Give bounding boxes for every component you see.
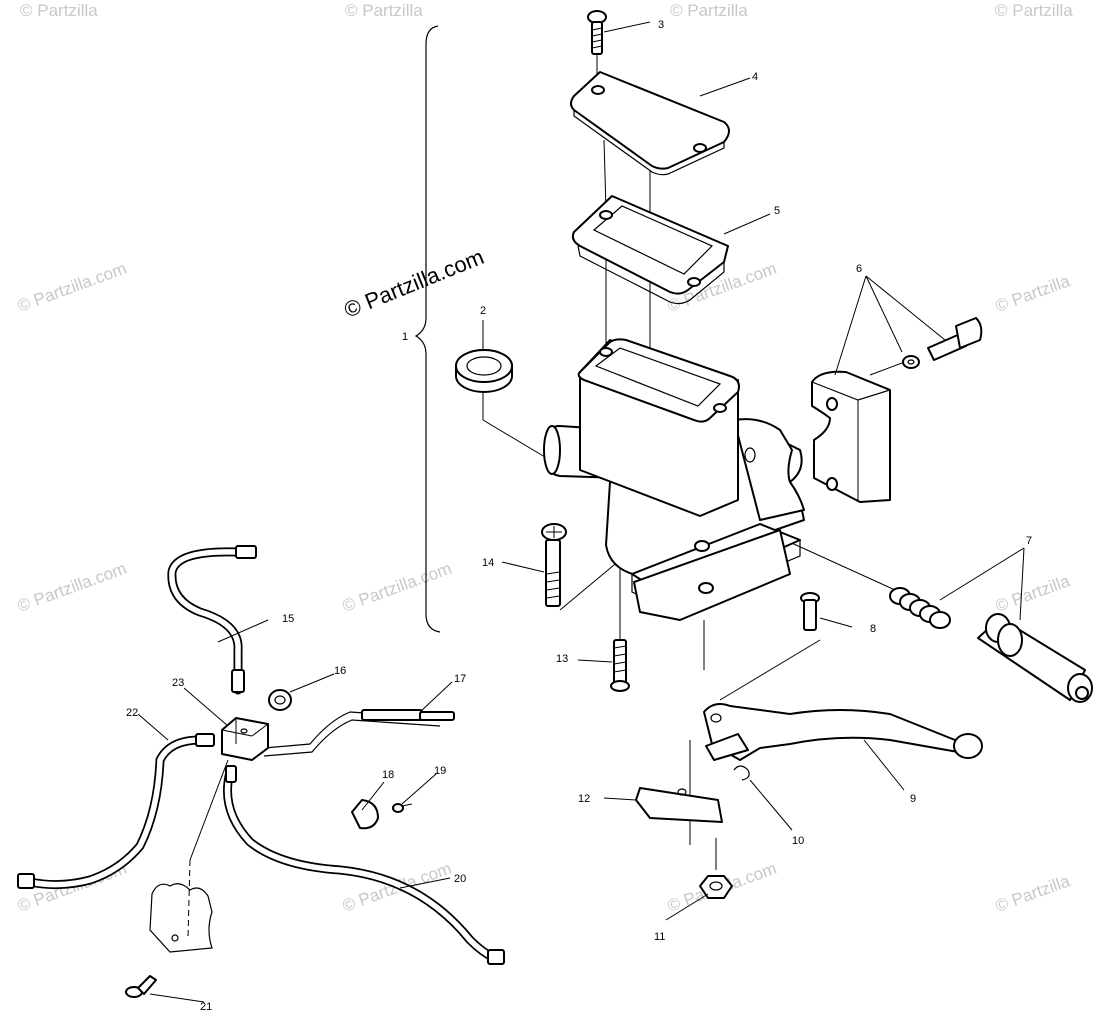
- part-9-lever: [703, 703, 983, 761]
- part-6-clamp: [811, 317, 983, 503]
- callout-11: 11: [654, 931, 665, 943]
- hoses: [25, 547, 499, 963]
- callout-3: 3: [658, 19, 664, 31]
- callout-9: 9: [910, 793, 916, 805]
- part-16-cap: [268, 689, 292, 711]
- part-23-junction-block: [221, 717, 269, 761]
- leader-lines: [137, 21, 1025, 1003]
- callout-22: 22: [126, 707, 138, 719]
- callout-18: 18: [382, 769, 394, 781]
- callout-19: 19: [434, 765, 446, 777]
- callout-10: 10: [792, 835, 804, 847]
- watermark-r3-c4: © Partzilla: [993, 871, 1073, 916]
- part-2-seal: [455, 349, 513, 393]
- part-19-screw: [392, 803, 413, 813]
- watermark-top-partial-4: © Partzilla: [995, 1, 1073, 20]
- fittings: [17, 545, 505, 965]
- watermark-r2-c1: © Partzilla.com: [15, 559, 129, 616]
- part-11-nut: [699, 875, 733, 899]
- master-cylinder-body: [543, 338, 805, 621]
- callout-1: 1: [402, 331, 408, 343]
- part-7-piston-spring: [889, 587, 1093, 703]
- part-14-screw: [541, 523, 567, 607]
- watermark-top-partial-2: © Partzilla: [345, 1, 423, 20]
- part-13-screw: [610, 639, 630, 692]
- callouts: 1 2 3 4 5 6 7 8 9 10 11 12 13 14 15 16 1…: [126, 19, 1032, 1013]
- watermark-r2-c4: © Partzilla: [993, 571, 1073, 616]
- callout-7: 7: [1026, 535, 1032, 547]
- part-8-pivot-bolt: [800, 592, 820, 631]
- part-21-screw: [125, 975, 157, 998]
- callout-12: 12: [578, 793, 590, 805]
- callout-5: 5: [774, 205, 780, 217]
- frame-sketch: [149, 883, 213, 953]
- callout-20: 20: [454, 873, 466, 885]
- part-5-gasket: [571, 195, 729, 305]
- callout-2: 2: [480, 305, 486, 317]
- callout-16: 16: [334, 665, 346, 677]
- callout-17: 17: [454, 673, 466, 685]
- callout-21: 21: [200, 1001, 212, 1013]
- watermark-r1-c4: © Partzilla: [993, 271, 1073, 316]
- part-10-spring: [705, 733, 750, 781]
- callout-4: 4: [752, 71, 758, 83]
- callout-14: 14: [482, 557, 494, 569]
- watermark-r1-c1: © Partzilla.com: [15, 259, 129, 316]
- part-12-block: [635, 787, 723, 823]
- part-3-screw: [587, 10, 607, 55]
- callout-23: 23: [172, 677, 184, 689]
- assembly-bracket: [414, 25, 441, 633]
- brand-watermark: © Partzilla.com: [341, 244, 488, 323]
- callout-15: 15: [282, 613, 294, 625]
- part-18-clip: [351, 799, 379, 830]
- watermark-top-partial-1: © Partzilla: [20, 1, 98, 20]
- callout-8: 8: [870, 623, 876, 635]
- callout-6: 6: [856, 263, 862, 275]
- callout-13: 13: [556, 653, 568, 665]
- watermark-top-partial-3: © Partzilla: [670, 1, 748, 20]
- watermark-r2-c2: © Partzilla.com: [340, 559, 454, 616]
- part-4-cover: [570, 71, 730, 176]
